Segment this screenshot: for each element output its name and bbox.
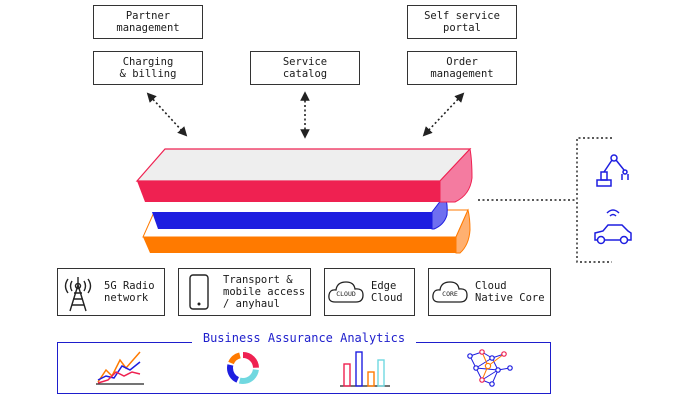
edge-cloud-label: Edge Cloud — [371, 280, 403, 304]
smartphone-icon — [179, 270, 219, 314]
5g-radio-label: 5G Radio network — [104, 280, 155, 304]
transport-label: Transport & mobile access / anyhaul — [223, 274, 306, 310]
donut-chart-icon — [227, 352, 259, 384]
analytics-title: Business Assurance Analytics — [192, 330, 416, 346]
cloud-native-core-label: Cloud Native Core — [475, 280, 545, 304]
device-bracket — [576, 137, 612, 263]
connected-car-icon — [594, 209, 632, 245]
edge-cloud-badge: CLOUD — [336, 290, 356, 298]
red-layer — [135, 147, 473, 203]
partner-management-box: Partner management — [93, 5, 203, 39]
robot-arm-icon — [596, 154, 629, 187]
core-badge: CORE — [442, 290, 458, 298]
order-management-box: Order management — [407, 51, 517, 85]
arrow-order — [422, 92, 465, 137]
charging-billing-box: Charging & billing — [93, 51, 203, 85]
arrow-charging — [146, 92, 188, 137]
transport-box: Transport & mobile access / anyhaul — [178, 268, 311, 316]
self-service-portal-box: Self service portal — [407, 5, 517, 39]
edge-cloud-box: CLOUD Edge Cloud — [324, 268, 415, 316]
antenna-tower-icon — [58, 270, 98, 314]
cloud-icon: CLOUD — [325, 270, 367, 314]
line-chart-icon — [96, 351, 144, 385]
5g-radio-network-box: 5G Radio network — [57, 268, 165, 316]
service-catalog-box: Service catalog — [250, 51, 360, 85]
bar-chart-icon — [340, 351, 390, 387]
cloud-native-core-box: CORE Cloud Native Core — [428, 268, 551, 316]
network-graph-icon — [467, 349, 513, 387]
core-cloud-icon: CORE — [429, 270, 471, 314]
